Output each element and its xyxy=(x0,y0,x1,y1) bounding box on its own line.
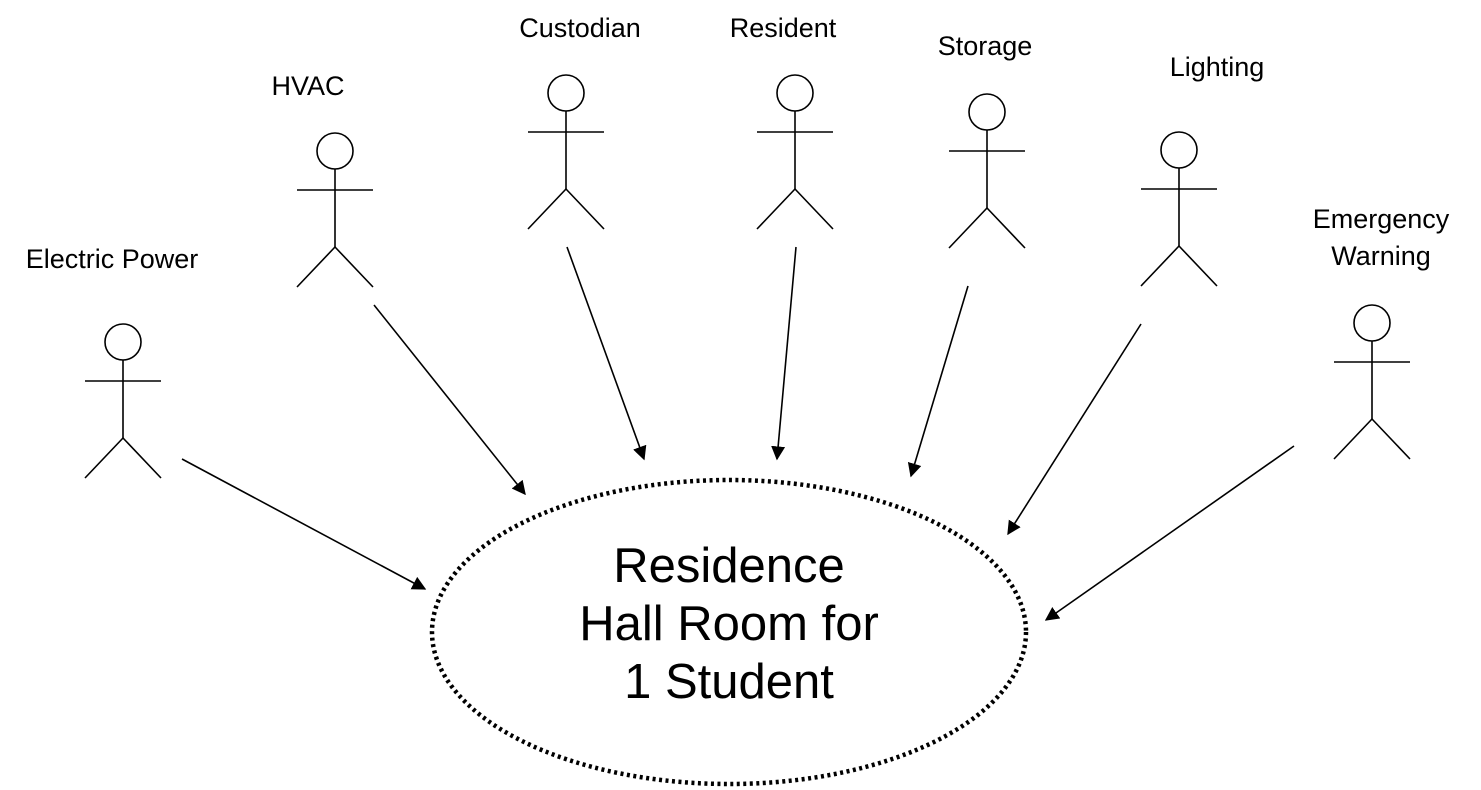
actor-figure-electric-power xyxy=(84,323,162,479)
association-arrow-emergency-warning xyxy=(1044,445,1295,621)
associations xyxy=(181,246,1295,621)
usecase-label-line-1: Residence xyxy=(613,539,845,593)
actor-emergency-warning: Emergency Warning xyxy=(1313,204,1450,460)
actor-lighting: Lighting xyxy=(1140,52,1265,287)
actor-storage: Storage xyxy=(938,31,1033,249)
actor-resident: Resident xyxy=(730,13,837,230)
association-arrow-electric-power xyxy=(181,458,427,590)
actor-hvac: HVAC xyxy=(271,71,374,288)
actor-figure-custodian xyxy=(527,74,605,230)
association-arrow-storage xyxy=(907,285,969,478)
association-arrow-hvac xyxy=(373,304,526,496)
actor-label-electric-power: Electric Power xyxy=(26,244,199,274)
usecase: Residence Hall Room for 1 Student xyxy=(429,477,1029,787)
actor-label-hvac: HVAC xyxy=(271,71,344,101)
usecase-label-line-2: Hall Room for xyxy=(579,597,879,651)
actor-figure-hvac xyxy=(296,132,374,288)
actor-electric-power: Electric Power xyxy=(26,244,199,479)
actor-figure-lighting xyxy=(1140,131,1218,287)
actor-label-emergency-warning-line-1: Emergency xyxy=(1313,204,1450,234)
usecase-label-line-3: 1 Student xyxy=(624,655,834,709)
actor-custodian: Custodian xyxy=(519,13,641,230)
actor-figure-storage xyxy=(948,93,1026,249)
association-arrow-custodian xyxy=(566,246,647,461)
actor-figure-resident xyxy=(756,74,834,230)
actor-label-custodian: Custodian xyxy=(519,13,641,43)
actor-label-resident: Resident xyxy=(730,13,837,43)
actor-figure-emergency-warning xyxy=(1333,304,1411,460)
association-arrow-lighting xyxy=(1007,323,1142,536)
association-arrow-resident xyxy=(771,246,797,461)
actor-label-lighting: Lighting xyxy=(1170,52,1265,82)
usecase-ellipse xyxy=(429,477,1029,787)
actor-label-emergency-warning-line-2: Warning xyxy=(1331,241,1431,271)
actor-label-storage: Storage xyxy=(938,31,1033,61)
